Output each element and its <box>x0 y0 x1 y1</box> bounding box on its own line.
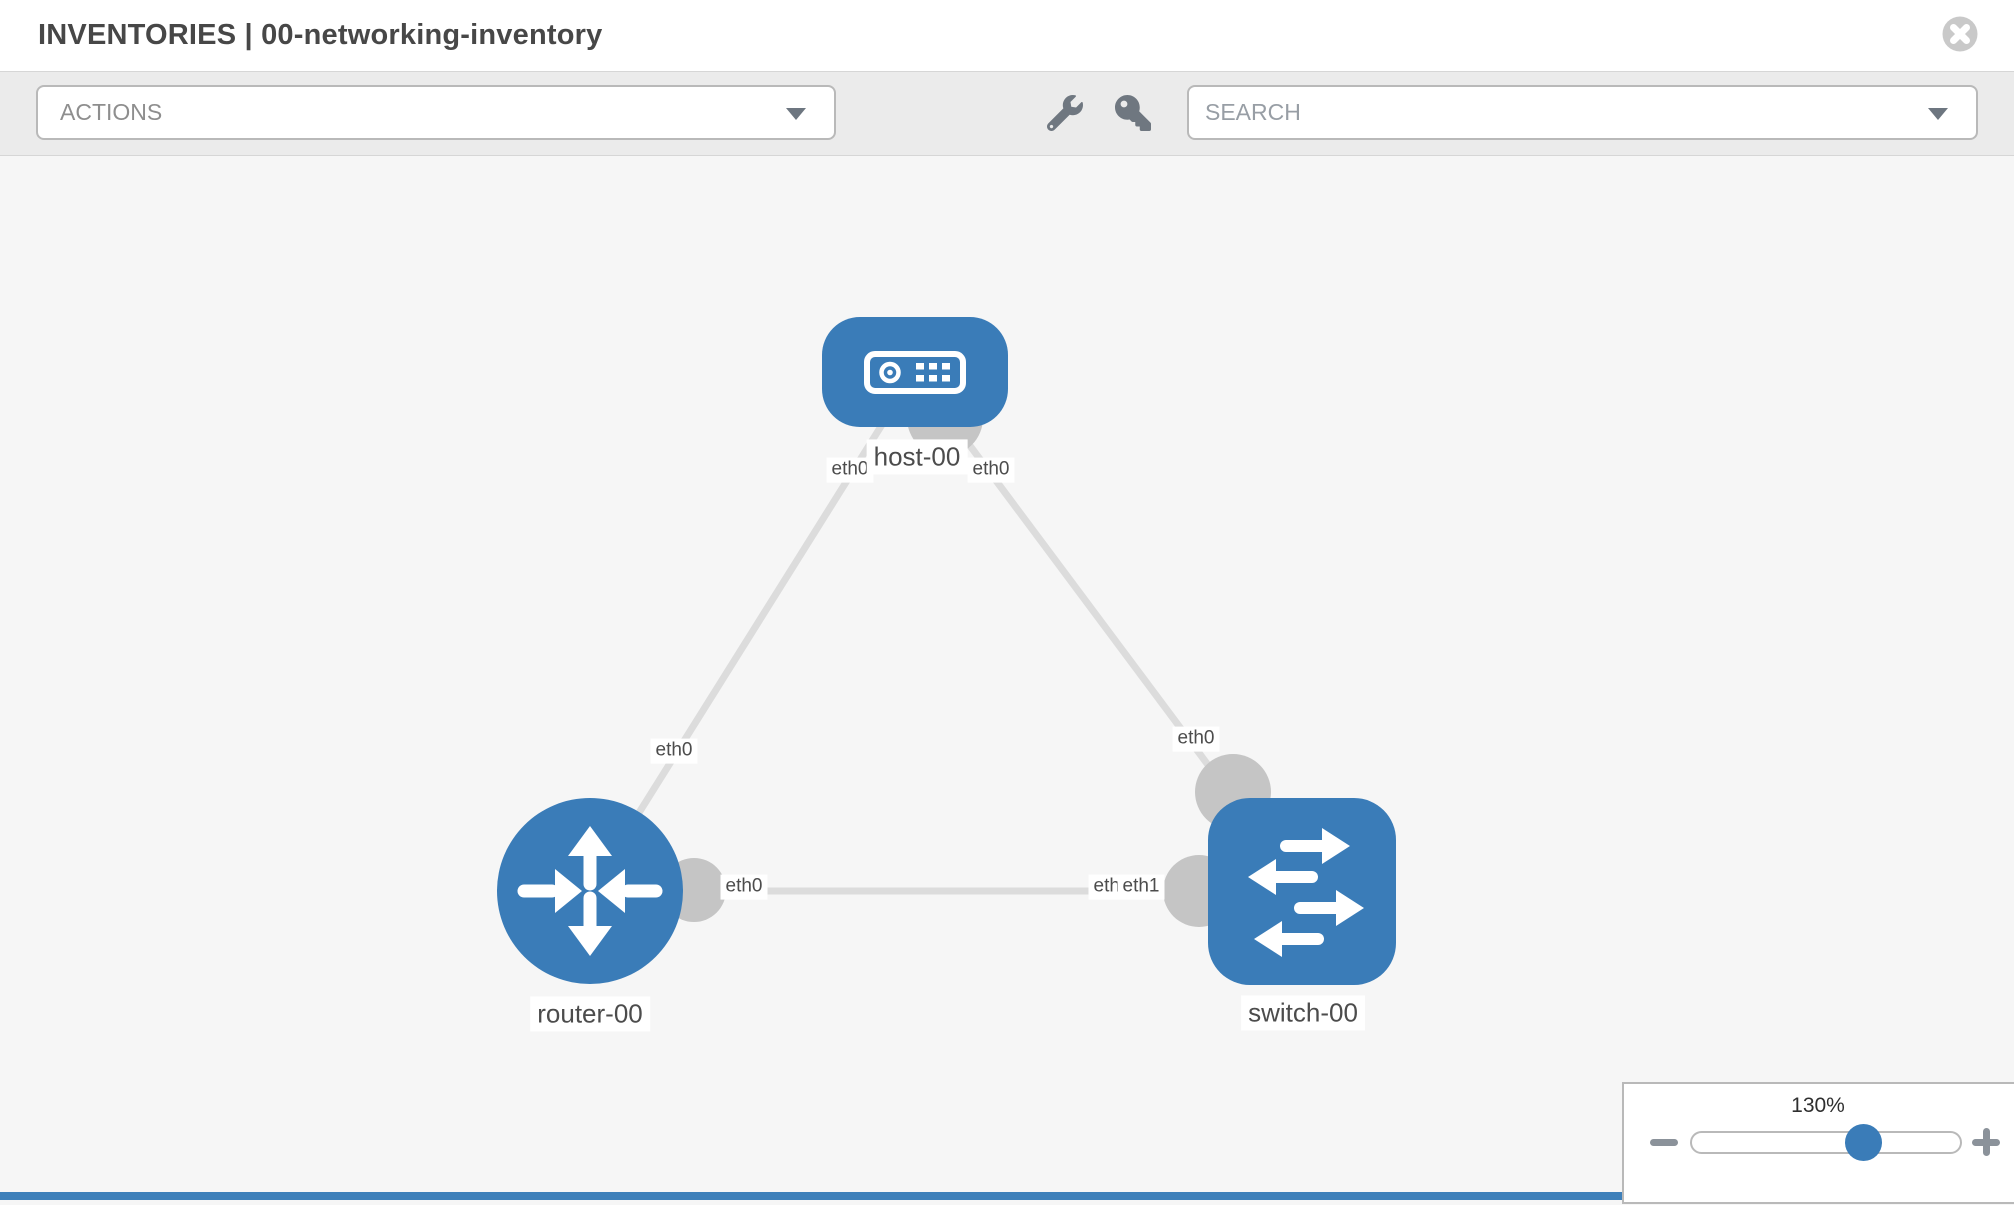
minus-icon <box>1650 1139 1678 1146</box>
topology-svg <box>497 317 1396 985</box>
zoom-level: 130% <box>1791 1094 1845 1117</box>
search-chevron-down-icon[interactable] <box>1928 107 1948 120</box>
close-icon <box>1942 16 1978 52</box>
host-icon <box>864 351 966 394</box>
wrench-icon <box>1046 95 1083 132</box>
toolbar: ACTIONS <box>0 72 2014 156</box>
plus-icon <box>1982 1128 1990 1156</box>
page-title: INVENTORIES | 00-networking-inventory <box>38 19 603 51</box>
search-box <box>1187 85 1978 140</box>
node-switch[interactable] <box>1208 798 1396 985</box>
bottom-accent-bar <box>0 1192 1622 1200</box>
interface-label: eth0 <box>1172 726 1220 752</box>
key-button[interactable] <box>1114 95 1152 133</box>
zoom-slider[interactable] <box>1690 1131 1962 1154</box>
zoom-in-button[interactable] <box>1971 1127 2001 1157</box>
interface-label: eth0 <box>720 874 768 900</box>
chevron-down-icon <box>786 107 806 120</box>
node-label-host[interactable]: host-00 <box>866 439 968 475</box>
node-router[interactable] <box>497 798 683 984</box>
configure-button[interactable] <box>1046 95 1084 133</box>
zoom-panel: 130% <box>1622 1082 2014 1204</box>
interface-label: eth1 <box>1117 874 1165 900</box>
interface-label: eth0 <box>650 738 698 764</box>
zoom-slider-thumb[interactable] <box>1845 1124 1882 1161</box>
search-input[interactable] <box>1189 87 1976 138</box>
interface-label: eth0 <box>967 457 1015 483</box>
actions-dropdown[interactable]: ACTIONS <box>36 85 836 140</box>
close-button[interactable] <box>1941 15 1979 53</box>
key-icon <box>1115 95 1151 131</box>
actions-dropdown-label: ACTIONS <box>60 99 163 125</box>
router-icon <box>517 826 663 956</box>
topology-canvas[interactable] <box>0 155 2014 1200</box>
node-label-router[interactable]: router-00 <box>530 996 650 1032</box>
header: INVENTORIES | 00-networking-inventory <box>0 0 2014 72</box>
zoom-out-button[interactable] <box>1649 1127 1679 1157</box>
interface-label: eth0 <box>826 457 874 483</box>
node-label-switch[interactable]: switch-00 <box>1241 995 1365 1031</box>
node-host[interactable] <box>822 317 1008 427</box>
switch-icon <box>1248 828 1364 957</box>
